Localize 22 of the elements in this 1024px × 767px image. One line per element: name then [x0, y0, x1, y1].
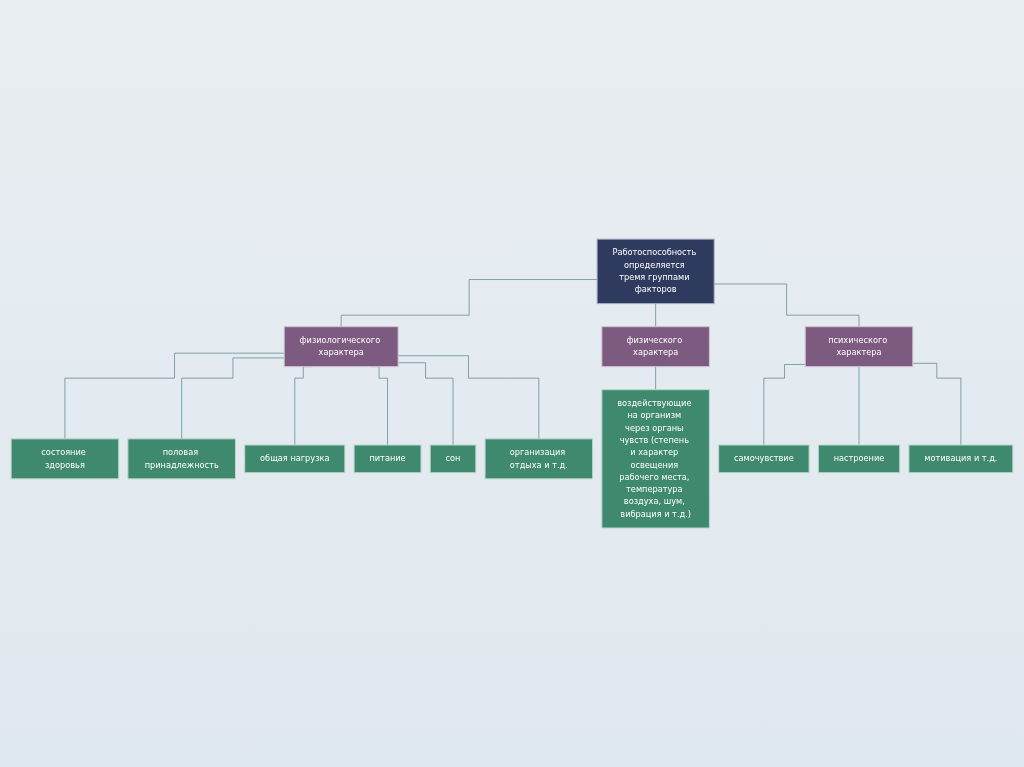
- node-box: состояние здоровья: [10, 438, 120, 480]
- connector: [64, 352, 285, 440]
- connector: [655, 366, 657, 391]
- node-box: самочувствие: [718, 444, 810, 474]
- connector: [858, 366, 860, 446]
- connector: [912, 362, 962, 446]
- node-box: физического характера: [601, 326, 710, 368]
- node-box: мотивация и т.д.: [908, 444, 1014, 474]
- connector: [340, 279, 598, 328]
- node-box: физиологического характера: [283, 326, 399, 368]
- node-box: организация отдыха и т.д.: [484, 438, 594, 480]
- node-box: Работоспособность определяется тремя группами факторов: [596, 238, 715, 305]
- node-box: настроение: [817, 444, 901, 474]
- node-box: питание: [353, 444, 422, 474]
- node-box: половая принадлежность: [127, 438, 236, 480]
- connector: [763, 364, 806, 446]
- node-box: психического характера: [804, 326, 914, 368]
- connector: [655, 303, 657, 328]
- connector: [181, 357, 285, 440]
- node-box: воздействующие на организм через органы чувств (степень и характер освещения рабочего места, температура воздуха, шум, вибрация и т.д.): [601, 389, 710, 529]
- node-box: общая нагрузка: [244, 444, 346, 474]
- node-box: сон: [429, 444, 477, 474]
